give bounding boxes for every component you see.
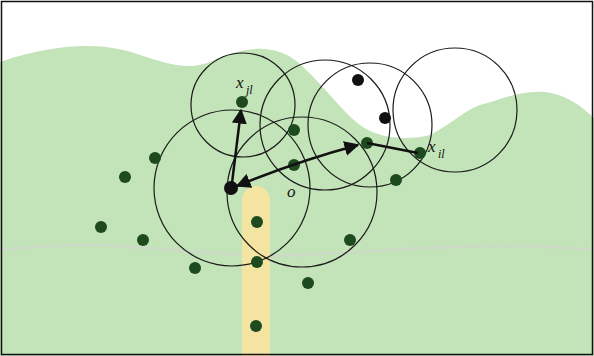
points <box>95 96 426 332</box>
point-subscript: il <box>438 148 445 160</box>
range-circle <box>191 53 295 157</box>
range-circle <box>227 117 377 267</box>
range-circles <box>154 48 517 267</box>
outside-point <box>379 112 391 124</box>
arrow <box>232 110 241 183</box>
center-point <box>224 181 238 195</box>
point-subscript: jl <box>246 84 253 96</box>
point-symbol: x <box>428 138 436 155</box>
range-circle <box>308 63 432 187</box>
curved-arrow <box>237 145 358 186</box>
road <box>242 186 270 356</box>
land-region <box>0 46 594 356</box>
outside-point <box>352 74 364 86</box>
link-line <box>367 143 418 153</box>
watermark-line <box>0 245 594 256</box>
point-symbol: x <box>236 74 244 91</box>
range-circle <box>393 48 517 172</box>
origin-label: o <box>287 183 296 200</box>
